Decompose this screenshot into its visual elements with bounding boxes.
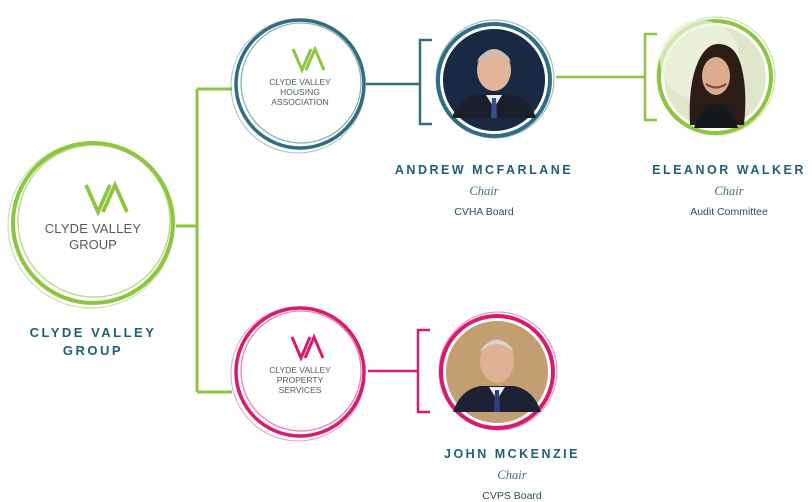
group-caption-line1: CLYDE VALLEY — [29, 325, 157, 340]
group-logo: CLYDE VALLEY GROUP — [33, 220, 153, 260]
eleanor-role: Chair — [714, 184, 744, 198]
group-logo-line1: CLYDE VALLEY — [44, 221, 142, 236]
andrew-role: Chair — [469, 184, 499, 198]
housing-va-logo-icon — [291, 45, 326, 74]
andrew-board: CVHA Board — [454, 206, 514, 218]
housing-logo: CLYDE VALLEY HOUSING ASSOCIATION — [252, 78, 348, 114]
connector-housing-to-andrew — [366, 38, 432, 126]
property-va-logo-icon — [290, 333, 325, 362]
connector-property-to-john — [368, 328, 430, 414]
eleanor-photo-ring — [656, 16, 776, 136]
housing-logo-ring — [230, 18, 366, 154]
eleanor-name: ELEANOR WALKER — [652, 163, 806, 177]
connector-andrew-to-eleanor — [556, 32, 657, 122]
eleanor-caption: ELEANOR WALKER Chair Audit Committee — [646, 163, 812, 218]
housing-logo-line3: ASSOCIATION — [271, 97, 329, 107]
group-logo-line2: GROUP — [69, 237, 117, 252]
andrew-photo-ring — [435, 19, 555, 139]
group-va-logo-icon — [84, 180, 129, 217]
property-logo-ring — [230, 306, 366, 442]
property-logo: CLYDE VALLEY PROPERTY SERVICES — [252, 366, 348, 402]
eleanor-photo — [660, 20, 766, 128]
john-board: CVPS Board — [482, 490, 542, 502]
andrew-caption: ANDREW MCFARLANE Chair CVHA Board — [384, 163, 584, 218]
john-photo-ring — [438, 311, 558, 431]
group-logo-ring — [7, 141, 175, 309]
john-caption: JOHN MCKENZIE Chair CVPS Board — [412, 447, 612, 502]
john-photo — [446, 321, 548, 423]
connector-group-bracket — [176, 87, 232, 394]
andrew-photo — [443, 29, 545, 131]
property-logo-line2: PROPERTY — [276, 375, 324, 385]
housing-logo-line1: CLYDE VALLEY — [269, 77, 331, 87]
group-caption: CLYDE VALLEY GROUP — [8, 324, 178, 360]
andrew-name: ANDREW MCFARLANE — [394, 163, 574, 177]
housing-logo-line2: HOUSING — [280, 87, 320, 97]
john-name: JOHN MCKENZIE — [444, 447, 580, 461]
john-role: Chair — [497, 468, 527, 482]
group-caption-line2: GROUP — [62, 343, 124, 358]
property-logo-line1: CLYDE VALLEY — [269, 365, 331, 375]
property-logo-line3: SERVICES — [278, 385, 322, 395]
eleanor-board: Audit Committee — [690, 206, 768, 218]
